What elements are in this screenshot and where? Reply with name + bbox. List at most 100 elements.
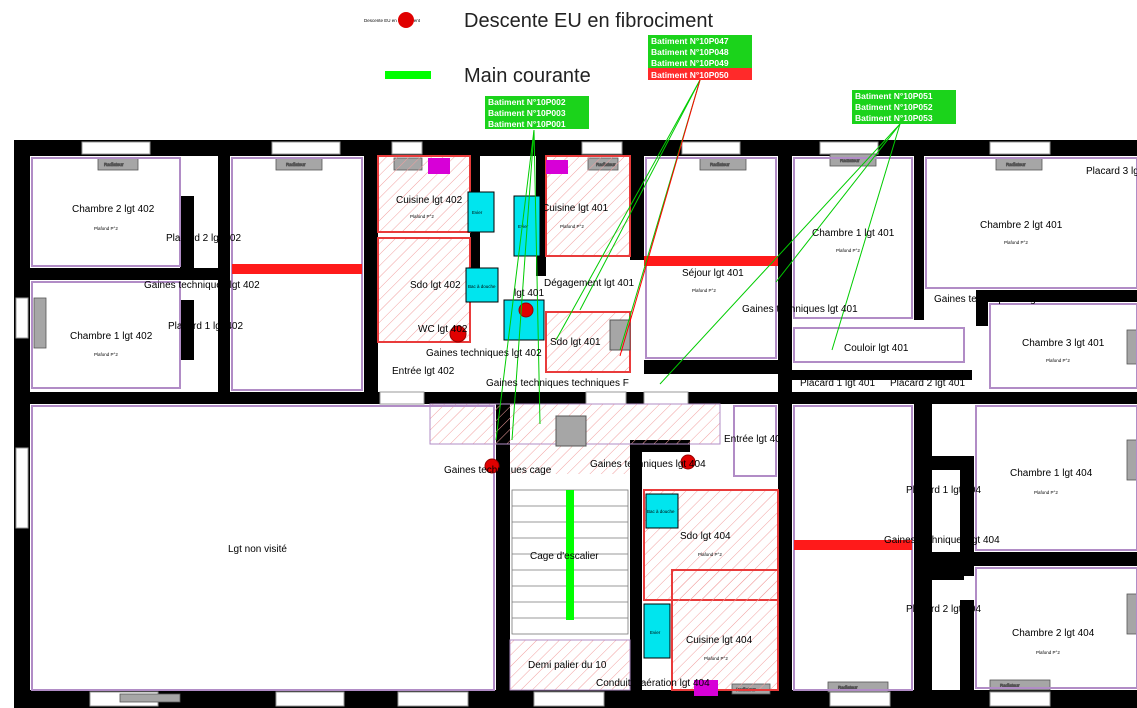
- room-cage-escalier: Cage d'escalier: [530, 551, 599, 562]
- svg-text:Batiment N°10P002: Batiment N°10P002: [488, 97, 566, 107]
- svg-text:Batiment N°10P050: Batiment N°10P050: [651, 70, 729, 80]
- leader-line-red: [619, 79, 701, 357]
- svg-text:Plafond P°2: Plafond P°2: [692, 288, 716, 293]
- evier-icon: [643, 603, 671, 659]
- room-chambre1-404: Chambre 1 lgt 404: [1010, 468, 1093, 479]
- svg-text:Plafond P°2: Plafond P°2: [836, 248, 860, 253]
- radiator-icon: [119, 693, 181, 703]
- svg-text:Radiateur: Radiateur: [1006, 162, 1026, 167]
- svg-text:Batiment N°10P047: Batiment N°10P047: [651, 36, 729, 46]
- room-chambre3-401: Chambre 3 lgt 401: [1022, 338, 1105, 349]
- room-placard3-401: Placard 3 lg: [1086, 166, 1137, 177]
- room-chambre1-402: Chambre 1 lgt 402: [70, 331, 153, 342]
- room-gaines-404: Gaines techniques lgt 404: [884, 535, 1000, 546]
- room-chambre1-401: Chambre 1 lgt 401: [812, 228, 895, 239]
- svg-text:Radiateur: Radiateur: [104, 162, 124, 167]
- svg-text:Evier: Evier: [472, 210, 483, 215]
- room-sdo-401: Sdo lgt 401: [550, 337, 601, 348]
- descente-markers: [449, 302, 696, 474]
- room-sdo-402: Sdo lgt 402: [410, 280, 461, 291]
- room-chambre2-402: Chambre 2 lgt 402: [72, 204, 155, 215]
- room-demi-palier: Demi palier du 10: [528, 660, 607, 671]
- bac-douche-icon: [465, 267, 499, 303]
- hatched-zones: [377, 155, 779, 691]
- fixtures: Evier Evier Evier Bac à douche Bac à dou…: [428, 158, 718, 696]
- legend-small-label: Descente EU en fibrociment: [364, 18, 421, 23]
- room-entree-402: Entrée lgt 402: [392, 366, 455, 377]
- svg-text:Batiment N°10P052: Batiment N°10P052: [855, 102, 933, 112]
- room-placard1-401: Placard 1 lgt 401: [800, 378, 875, 389]
- radiator-icon: [33, 297, 47, 349]
- windows: [15, 141, 1051, 707]
- svg-text:Evier: Evier: [518, 224, 529, 229]
- svg-text:Radiateur: Radiateur: [286, 162, 306, 167]
- svg-text:Radiateur: Radiateur: [840, 158, 860, 163]
- room-chambre2-401: Chambre 2 lgt 401: [980, 220, 1063, 231]
- room-placard2-404: Placard 2 lgt 404: [906, 604, 981, 615]
- room-cuisine-402: Cuisine lgt 402: [396, 195, 463, 206]
- room-gaines-2: Gaines techniques 2 lgt: [934, 294, 1039, 305]
- svg-text:Plafond P°2: Plafond P°2: [94, 226, 118, 231]
- batiment-labels-b: Batiment N°10P002 Batiment N°10P003 Bati…: [485, 96, 589, 129]
- room-gaines-f: Gaines techniques techniques F: [486, 378, 629, 389]
- room-gaines-402: Gaines techniques lgt 402: [144, 280, 260, 291]
- svg-text:Plafond P°2: Plafond P°2: [1004, 240, 1028, 245]
- room-placard2-402: Placard 2 lgt 402: [166, 233, 241, 244]
- legend: Descente EU en fibrociment Descente EU e…: [364, 10, 713, 87]
- room-lgt-non-visite: Lgt non visité: [228, 544, 287, 555]
- descente-eu-icon: [484, 458, 500, 474]
- room-chambre2-404: Chambre 2 lgt 404: [1012, 628, 1095, 639]
- descente-eu-icon: [449, 325, 467, 343]
- svg-text:Radiateur: Radiateur: [710, 162, 730, 167]
- room-gaines-401: Gaines techniques lgt 401: [742, 304, 858, 315]
- room-placard2-401: Placard 2 lgt 401: [890, 378, 965, 389]
- room-labels: Chambre 2 lgt 402 Plafond P°2 Placard 2 …: [70, 166, 1137, 689]
- descente-eu-marker-icon: [398, 12, 414, 28]
- svg-text:Evier: Evier: [650, 630, 661, 635]
- svg-text:Plafond P°2: Plafond P°2: [1036, 650, 1060, 655]
- bac-douche-icon: [645, 493, 679, 529]
- room-placard1-402: Placard 1 lgt 402: [168, 321, 243, 332]
- room-cuisine-404: Cuisine lgt 404: [686, 635, 753, 646]
- legend-main-courante-label: Main courante: [464, 65, 591, 87]
- room-conduit: Conduit d'aération lgt 404: [596, 678, 710, 689]
- gaines-box-icon: [555, 415, 587, 447]
- svg-text:Plafond P°2: Plafond P°2: [560, 224, 584, 229]
- svg-text:Batiment N°10P001: Batiment N°10P001: [488, 119, 566, 129]
- radiator-icon: [827, 681, 889, 693]
- room-sdo-404: Sdo lgt 404: [680, 531, 731, 542]
- room-placard1-404: Placard 1 lgt 404: [906, 485, 981, 496]
- room-entree-404: Entrée lgt 404: [724, 434, 787, 445]
- legend-descente-label: Descente EU en fibrociment: [464, 10, 713, 32]
- svg-text:Plafond P°2: Plafond P°2: [1046, 358, 1070, 363]
- evier-icon: [467, 191, 495, 233]
- radiator-icon: [1126, 329, 1137, 365]
- room-gaines-left-402: Gaines techniques lgt 402: [426, 348, 542, 359]
- svg-text:Batiment N°10P049: Batiment N°10P049: [651, 58, 729, 68]
- svg-text:Radiateur: Radiateur: [838, 685, 858, 690]
- svg-text:Batiment N°10P051: Batiment N°10P051: [855, 91, 933, 101]
- conduit-icon: [428, 158, 450, 174]
- svg-text:Plafond P°2: Plafond P°2: [1034, 490, 1058, 495]
- svg-text:Bac à douche: Bac à douche: [468, 284, 496, 289]
- descente-eu-icon: [680, 454, 696, 470]
- radiator-icon: [1126, 439, 1137, 481]
- svg-text:Plafond P°2: Plafond P°2: [704, 656, 728, 661]
- svg-text:Radiateur: Radiateur: [1000, 683, 1020, 688]
- room-degagement-401: Dégagement lgt 401: [544, 278, 635, 289]
- svg-text:Plafond P°2: Plafond P°2: [94, 352, 118, 357]
- gaines-box-icon: [609, 319, 631, 351]
- room-couloir-401: Couloir lgt 401: [844, 343, 909, 354]
- room-sejour-401: Séjour lgt 401: [682, 268, 744, 279]
- batiment-labels-c: Batiment N°10P051 Batiment N°10P052 Bati…: [852, 90, 956, 124]
- conduit-icon: [694, 680, 718, 696]
- main-courante-swatch: [385, 71, 431, 79]
- descente-eu-icon: [518, 302, 534, 318]
- svg-text:Batiment N°10P048: Batiment N°10P048: [651, 47, 729, 57]
- room-wc-401: lgt 401: [514, 288, 544, 299]
- svg-text:Batiment N°10P003: Batiment N°10P003: [488, 108, 566, 118]
- svg-text:Bac à douche: Bac à douche: [647, 509, 675, 514]
- room-cuisine-401: Cuisine lgt 401: [542, 203, 609, 214]
- room-wc-402: WC lgt 402: [418, 324, 468, 335]
